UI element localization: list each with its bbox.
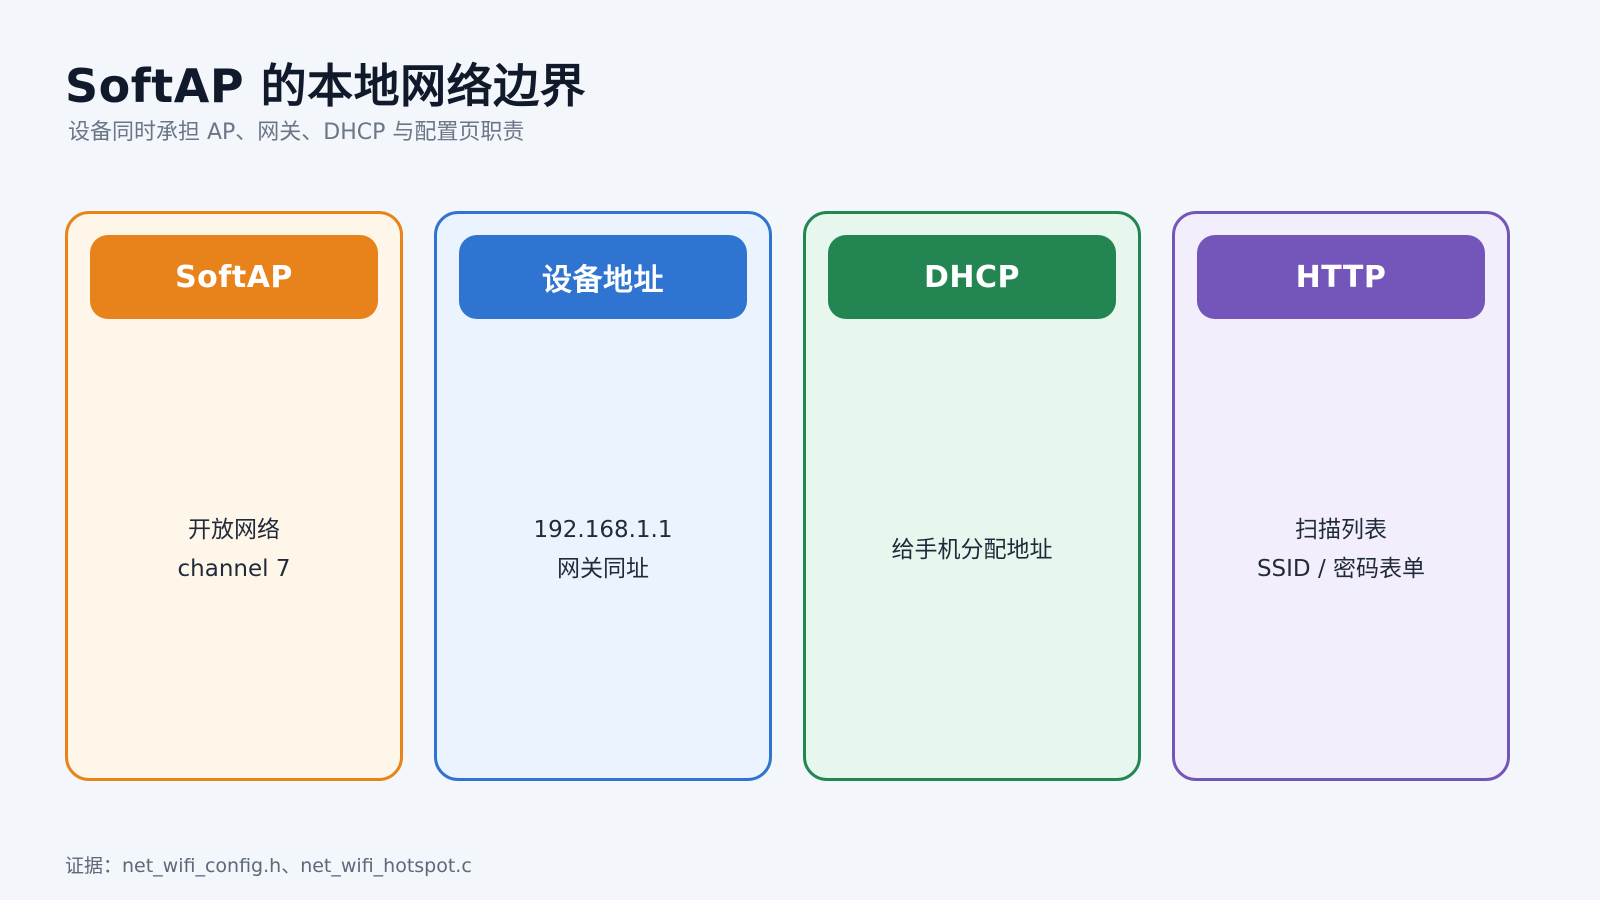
card-device-address: 设备地址 192.168.1.1 网关同址 [434, 211, 772, 781]
card-line: 给手机分配地址 [891, 536, 1053, 563]
card-line: SSID / 密码表单 [1256, 556, 1426, 582]
card-header-http: HTTP [1197, 235, 1485, 319]
page-title: SoftAP 的本地网络边界 [65, 59, 587, 113]
card-header-device-address: 设备地址 [459, 235, 747, 319]
card-body-device-address: 192.168.1.1 网关同址 [437, 322, 769, 778]
card-line: 开放网络 [188, 517, 280, 543]
card-line: channel 7 [177, 556, 291, 582]
card-line: 扫描列表 [1295, 517, 1387, 543]
card-http: HTTP 扫描列表 SSID / 密码表单 [1172, 211, 1510, 781]
evidence-note: 证据：net_wifi_config.h、net_wifi_hotspot.c [65, 855, 472, 877]
card-line: 192.168.1.1 [533, 517, 673, 543]
card-dhcp: DHCP 给手机分配地址 [803, 211, 1141, 781]
card-softap: SoftAP 开放网络 channel 7 [65, 211, 403, 781]
page-subtitle: 设备同时承担 AP、网关、DHCP 与配置页职责 [68, 120, 525, 145]
card-body-dhcp: 给手机分配地址 [806, 322, 1138, 778]
card-header-softap: SoftAP [90, 235, 378, 319]
card-header-dhcp: DHCP [828, 235, 1116, 319]
card-body-http: 扫描列表 SSID / 密码表单 [1175, 322, 1507, 778]
card-line: 网关同址 [557, 556, 649, 582]
card-body-softap: 开放网络 channel 7 [68, 322, 400, 778]
